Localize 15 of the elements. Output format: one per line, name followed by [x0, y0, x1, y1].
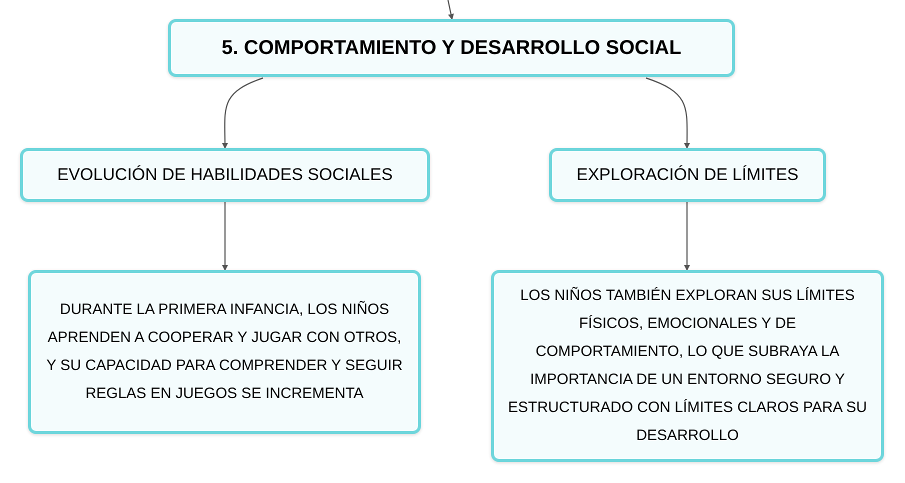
- topic-box: [168, 19, 735, 77]
- topic-box: [20, 148, 430, 202]
- topic-box: [491, 270, 884, 462]
- topic-text: EXPLORACIÓN DE LÍMITES: [576, 164, 798, 186]
- topic-text: 5. COMPORTAMIENTO Y DESARROLLO SOCIAL: [222, 36, 682, 61]
- topic-box: [28, 270, 421, 434]
- topic-text: DURANTE LA PRIMERA INFANCIA, LOS NIÑOS APRENDEN A COOPERAR Y JUGAR CON OTROS, Y SU CAPACIDAD PARA COMPRENDER Y SEGUIR REGLAS EN JUEGOS SE INCREMENTA: [45, 300, 404, 404]
- topic-text: EVOLUCIÓN DE HABILIDADES SOCIALES: [57, 164, 393, 186]
- topic-text: LOS NIÑOS TAMBIÉN EXPLORAN SUS LÍMITES FÍSICOS, EMOCIONALES Y DE COMPORTAMIENTO, LO QUE SUBRAYA LA IMPORTANCIA DE UN ENTORNO SEGURO Y ESTRUCTURADO CON LÍMITES CLAROS PARA SU DESARROLLO: [507, 286, 868, 446]
- arrow: [646, 77, 690, 149]
- topic-box: [549, 148, 826, 202]
- arrow: [222, 77, 264, 149]
- arrow: [684, 202, 690, 271]
- arrow: [222, 202, 228, 271]
- arrow: [447, 0, 454, 20]
